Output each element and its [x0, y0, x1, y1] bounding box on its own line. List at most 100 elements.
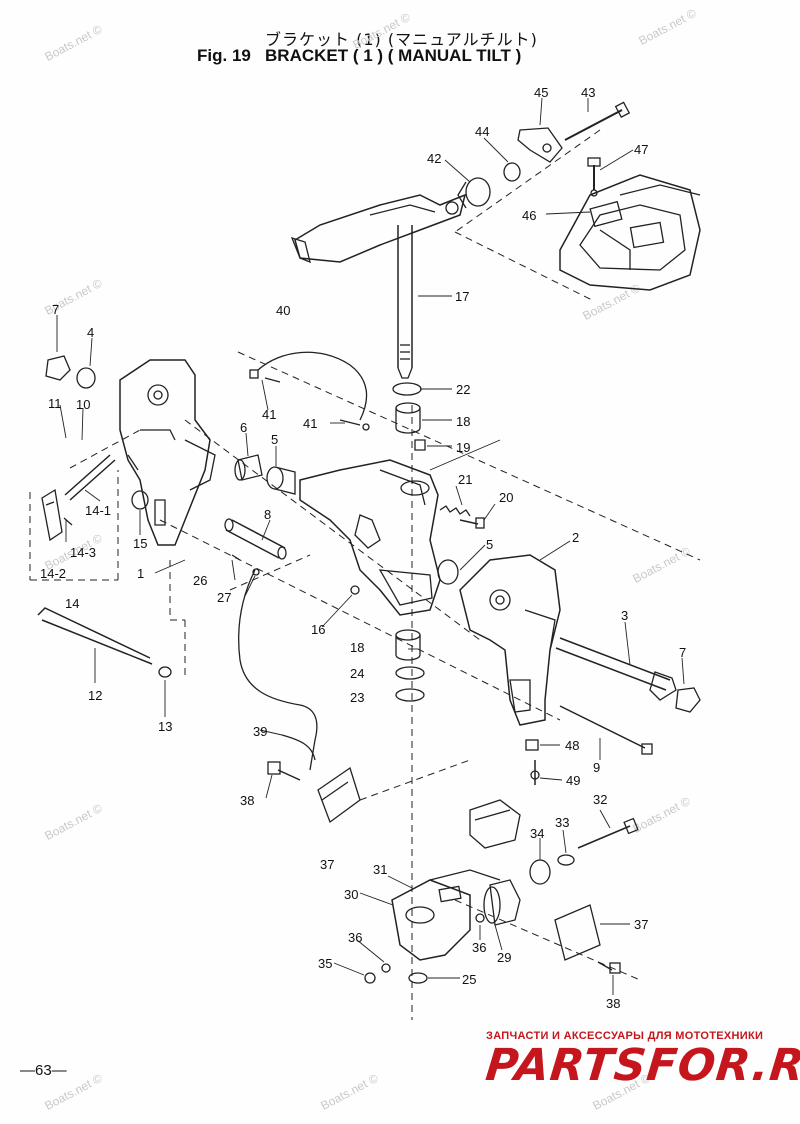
callout-6: 6 — [240, 420, 248, 435]
brand-caption: ЗАПЧАСТИ И АКСЕССУАРЫ ДЛЯ МОТОТЕХНИКИ — [486, 1030, 764, 1042]
clamp-screw-14 — [41, 454, 116, 542]
bolt-38-left — [267, 761, 301, 781]
washer-36b — [475, 913, 485, 923]
page-number: —63— — [20, 1062, 67, 1079]
title-japanese: ブラケット (1) (マニュアルチルト) — [265, 30, 538, 49]
callout-38b: 38 — [606, 996, 621, 1011]
callout-8: 8 — [264, 507, 272, 522]
bolt-49 — [530, 760, 540, 785]
bushing-5-right — [437, 559, 459, 585]
washer-22 — [392, 382, 422, 396]
callout-46: 46 — [522, 208, 537, 223]
bushing-18-lower — [395, 629, 421, 661]
callout-24: 24 — [350, 666, 365, 681]
callout-12: 12 — [88, 688, 103, 703]
callout-2: 2 — [572, 530, 580, 545]
spring-21 — [439, 505, 471, 517]
bolt-41-lower — [339, 419, 370, 431]
callout-41: 41 — [262, 407, 277, 422]
wire-39 — [281, 734, 316, 761]
callout-38: 38 — [240, 793, 255, 808]
bolt-38-lower — [597, 961, 621, 974]
callout-33: 33 — [555, 815, 570, 830]
callout-48: 48 — [565, 738, 580, 753]
long-bolt-9 — [559, 705, 653, 755]
upper-mount-rubber-group — [457, 101, 631, 209]
callout-32: 32 — [593, 792, 608, 807]
washer-24 — [395, 666, 425, 680]
callout-43: 43 — [581, 85, 596, 100]
callout-36b: 36 — [472, 940, 487, 955]
nut-35 — [364, 972, 376, 984]
callout-27: 27 — [217, 590, 232, 605]
callout-47: 47 — [634, 142, 649, 157]
callout-37b: 37 — [634, 917, 649, 932]
tilt-pin-12 — [37, 607, 172, 678]
nut-7-left — [45, 355, 71, 381]
callout-35: 35 — [318, 956, 333, 971]
rod-8 — [224, 518, 287, 560]
callout-41: 41 — [303, 416, 318, 431]
nut-7-right — [675, 687, 701, 713]
clip-25 — [408, 972, 428, 984]
clamp-bracket-right — [459, 554, 561, 726]
bolt-41-upper — [249, 369, 281, 383]
washer-36a — [381, 963, 391, 973]
mount-insert — [469, 799, 521, 849]
engine-mount-housing — [559, 174, 701, 291]
cover-37-left — [317, 766, 361, 824]
callout-7: 7 — [52, 302, 60, 317]
callout-42: 42 — [427, 151, 442, 166]
bushing-5-left — [266, 466, 296, 495]
leader-lines — [56, 97, 685, 995]
washer-4 — [76, 367, 96, 389]
callout-29: 29 — [497, 950, 512, 965]
callout-7b: 7 — [679, 645, 687, 660]
callout-21: 21 — [458, 472, 473, 487]
nut-48 — [525, 739, 539, 751]
steering-shaft — [397, 225, 413, 379]
brand-logo: PARTSFOR.RU — [483, 1040, 800, 1091]
callout-34: 34 — [530, 826, 545, 841]
callout-14-2: 14-2 — [40, 566, 67, 581]
callout-1: 1 — [137, 566, 145, 581]
ground-wire — [257, 351, 368, 421]
bolt-47 — [587, 157, 601, 197]
callout-49: 49 — [566, 773, 581, 788]
callout-20: 20 — [499, 490, 514, 505]
callout-31: 31 — [373, 862, 388, 877]
callout-9: 9 — [593, 760, 601, 775]
callout-23: 23 — [350, 690, 365, 705]
callout-5: 5 — [271, 432, 279, 447]
bolt-32 — [577, 817, 639, 849]
callout-16: 16 — [311, 622, 326, 637]
cover-37-right — [554, 904, 601, 961]
clamp-bracket-left — [119, 359, 216, 546]
callout-45: 45 — [534, 85, 549, 100]
washer-34 — [529, 859, 551, 885]
callout-22: 22 — [456, 382, 471, 397]
callout-19: 19 — [456, 440, 471, 455]
grease-wire — [231, 554, 318, 771]
callout-13: 13 — [158, 719, 173, 734]
bushing-15 — [131, 490, 149, 510]
swivel-bracket — [299, 459, 441, 616]
callout-3: 3 — [621, 608, 629, 623]
figure-title: Fig. 19 BRACKET ( 1 ) ( MANUAL TILT ) — [197, 46, 522, 65]
callout-14: 14 — [65, 596, 80, 611]
callout-18: 18 — [456, 414, 471, 429]
washer-23 — [395, 688, 425, 702]
callout-40: 40 — [276, 303, 291, 318]
callout-11: 11 — [48, 396, 62, 411]
bolt-20 — [459, 517, 485, 529]
callout-17: 17 — [455, 289, 470, 304]
callout-10: 10 — [76, 397, 91, 412]
callout-18b: 18 — [350, 640, 365, 655]
callout-14-1: 14-1 — [85, 503, 112, 518]
spacer-6 — [234, 454, 263, 481]
callout-15: 15 — [133, 536, 148, 551]
callout-30: 30 — [344, 887, 359, 902]
lower-mount-housing — [391, 869, 501, 961]
key-19 — [414, 439, 426, 451]
